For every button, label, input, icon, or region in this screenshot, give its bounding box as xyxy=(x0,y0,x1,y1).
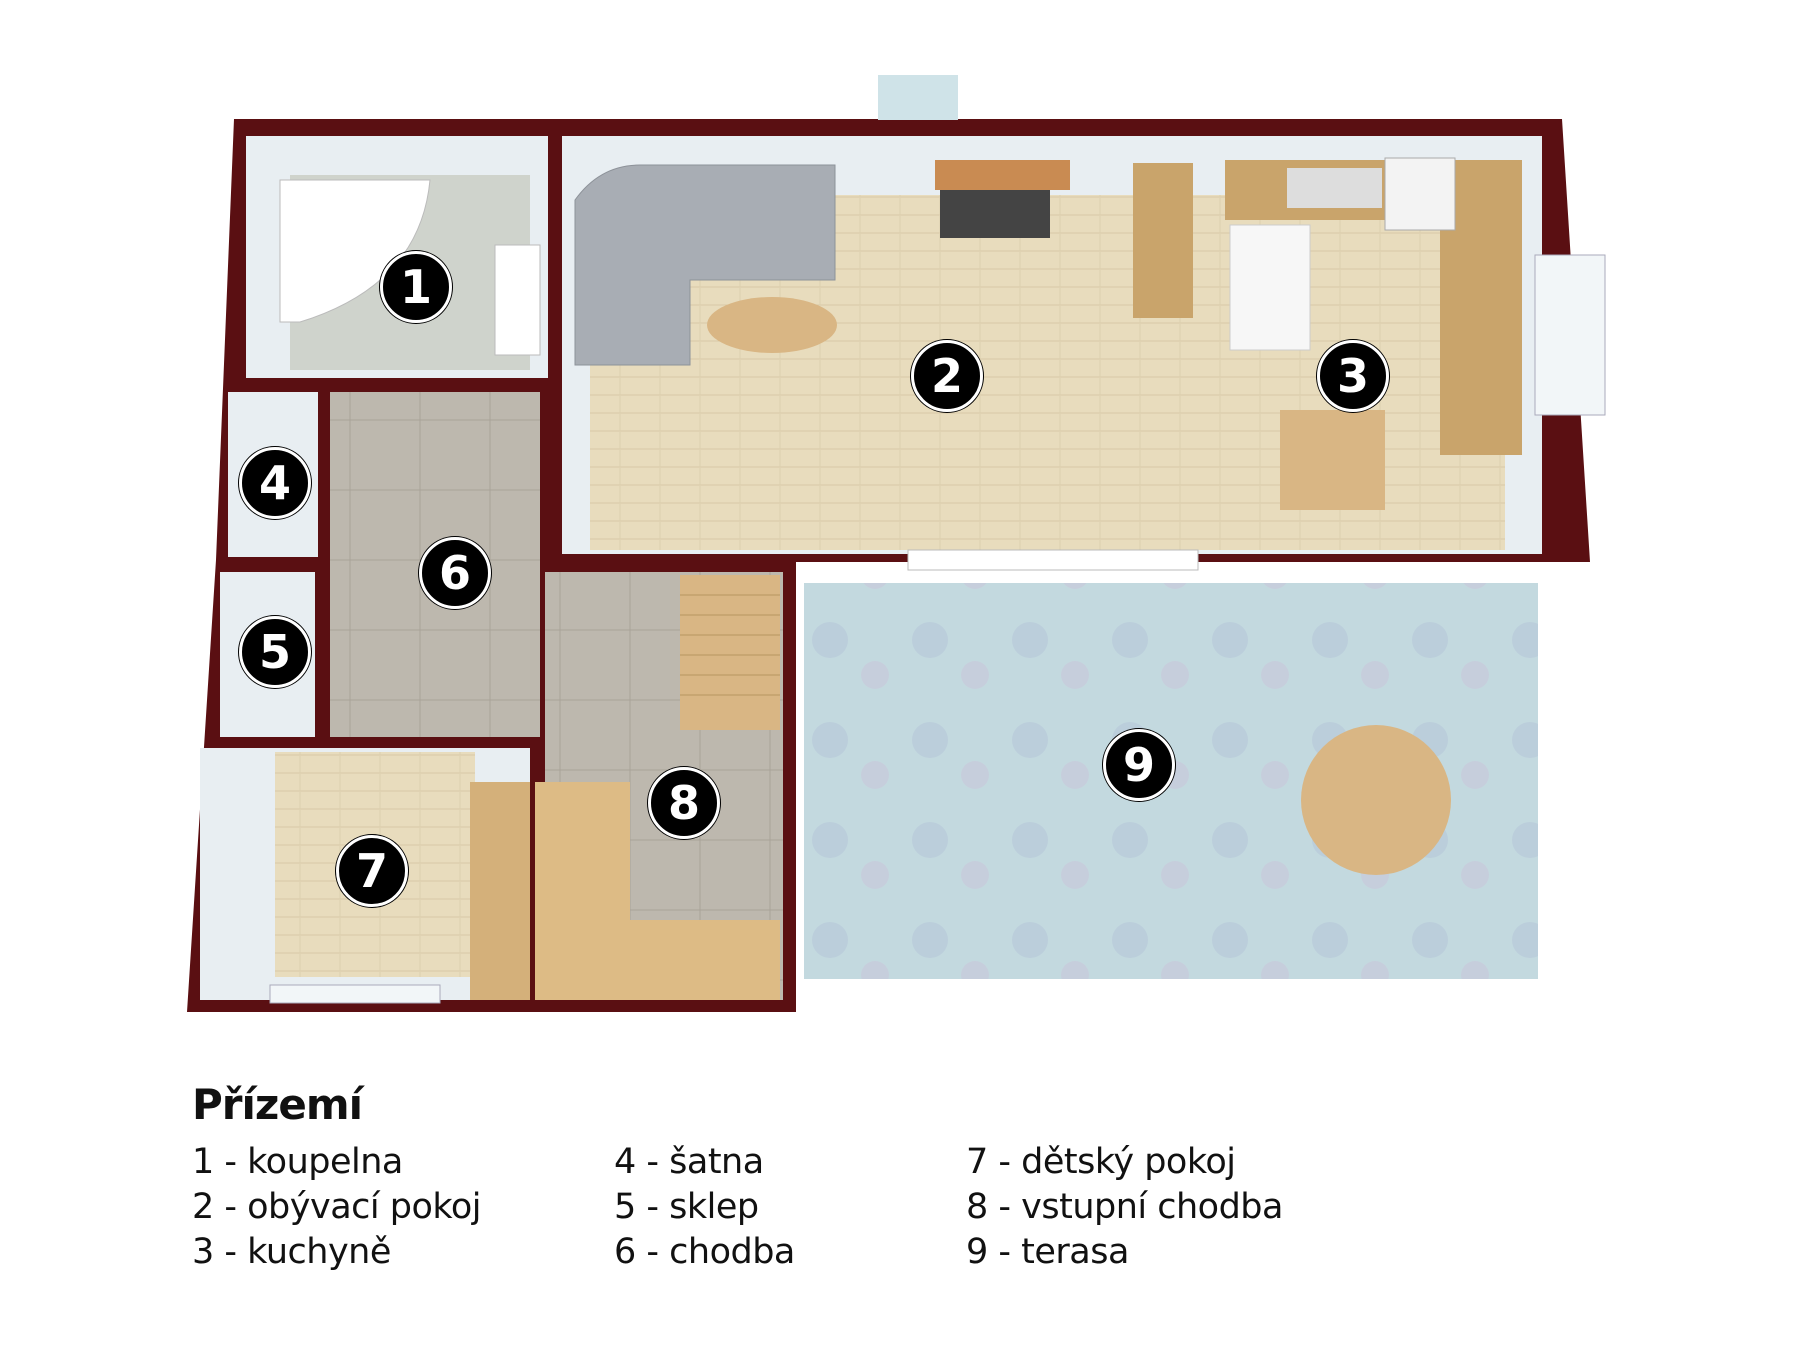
cabinet xyxy=(1133,163,1193,318)
room-badge-7: 7 xyxy=(336,835,408,907)
window xyxy=(269,984,441,1004)
sink xyxy=(494,244,541,356)
terrace-door xyxy=(907,549,1199,571)
staircase xyxy=(680,575,780,730)
sofa xyxy=(574,164,836,366)
room-badge-1: 1 xyxy=(380,251,452,323)
coffee-table xyxy=(707,297,837,353)
room-badge-6: 6 xyxy=(419,537,491,609)
legend-item: 5 - sklep xyxy=(614,1187,759,1227)
room-badge-9: 9 xyxy=(1103,729,1175,801)
legend-item: 6 - chodba xyxy=(614,1232,795,1272)
room-badge-8: 8 xyxy=(648,767,720,839)
legend-column-1: 1 - koupelna 2 - obývací pokoj 3 - kuchy… xyxy=(192,1140,482,1275)
legend-item: 4 - šatna xyxy=(614,1142,764,1182)
cabinet xyxy=(470,782,530,1000)
room-badge-4: 4 xyxy=(239,447,311,519)
legend-item: 2 - obývací pokoj xyxy=(192,1187,482,1227)
legend-item: 1 - koupelna xyxy=(192,1142,403,1182)
legend-item: 3 - kuchyně xyxy=(192,1232,391,1272)
fireplace xyxy=(935,160,1070,190)
fridge xyxy=(1229,224,1311,351)
dining-table xyxy=(1280,410,1385,510)
cabinet xyxy=(535,782,630,1000)
legend-title: Přízemí xyxy=(192,1080,363,1129)
room-badge-5: 5 xyxy=(239,616,311,688)
legend-item: 7 - dětský pokoj xyxy=(966,1142,1236,1182)
legend-item: 9 - terasa xyxy=(966,1232,1129,1272)
legend-item: 8 - vstupní chodba xyxy=(966,1187,1283,1227)
room-badge-3: 3 xyxy=(1317,340,1389,412)
room-badge-2: 2 xyxy=(911,340,983,412)
legend-column-3: 7 - dětský pokoj 8 - vstupní chodba 9 - … xyxy=(966,1140,1283,1275)
chimney xyxy=(878,75,958,120)
legend-column-2: 4 - šatna 5 - sklep 6 - chodba xyxy=(614,1140,795,1275)
window xyxy=(1534,254,1606,416)
stove xyxy=(1384,157,1456,231)
terrace-table xyxy=(1301,725,1451,875)
